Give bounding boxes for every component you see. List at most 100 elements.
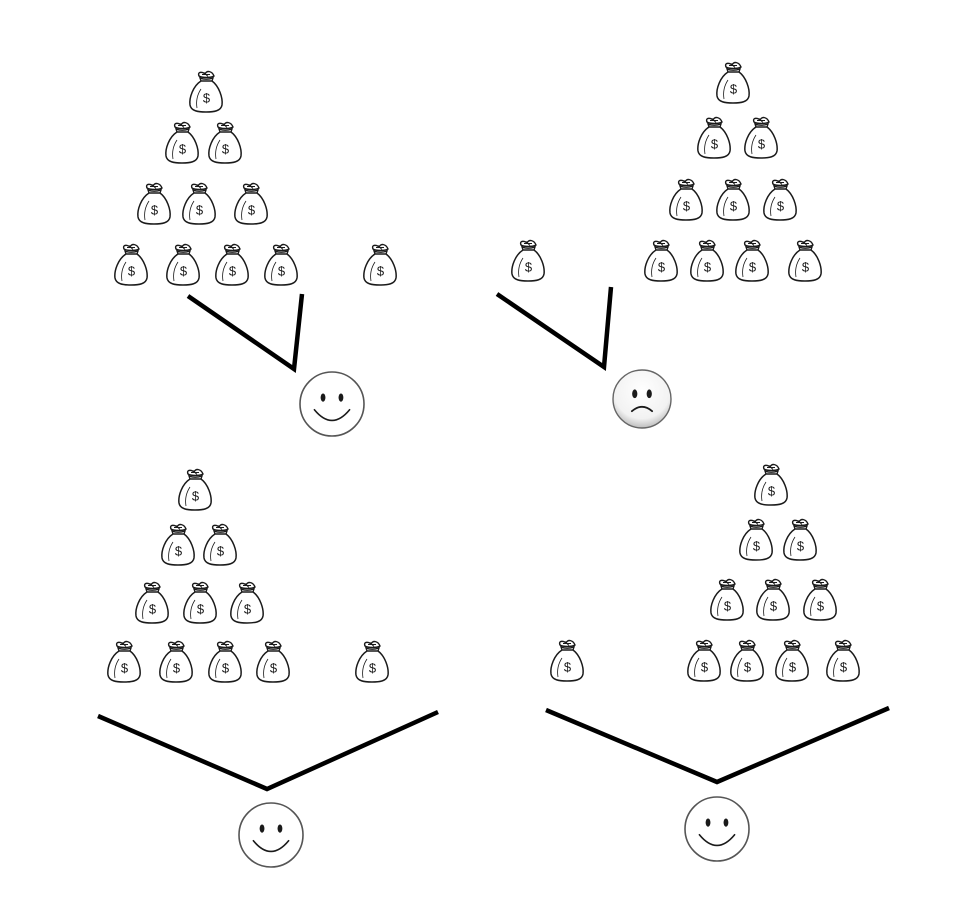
single-money-bag: $ [550, 639, 584, 682]
dollar-sign-label: $ [768, 484, 776, 499]
dollar-sign-label: $ [701, 660, 709, 675]
dollar-sign-label: $ [744, 660, 752, 675]
money-bag-icon: $ [264, 243, 298, 286]
money-bag-icon: $ [137, 182, 171, 225]
dollar-sign-label: $ [179, 142, 187, 157]
money-bag-icon: $ [208, 121, 242, 164]
dollar-sign-label: $ [704, 260, 712, 275]
money-bag-icon: $ [161, 523, 195, 566]
money-bag-icon: $ [230, 581, 264, 624]
dollar-sign-label: $ [175, 544, 183, 559]
dollar-sign-label: $ [753, 539, 761, 554]
money-bag-icon: $ [716, 61, 750, 104]
dollar-sign-label: $ [197, 602, 205, 617]
money-bag-icon: $ [763, 178, 797, 221]
money-bag-icon: $ [135, 581, 169, 624]
balance-line [186, 293, 305, 373]
dollar-sign-label: $ [222, 142, 230, 157]
money-bag-icon: $ [114, 243, 148, 286]
dollar-sign-label: $ [840, 660, 848, 675]
money-bag-icon: $ [756, 578, 790, 621]
dollar-sign-label: $ [797, 539, 805, 554]
money-bag-icon: $ [107, 640, 141, 683]
dollar-sign-label: $ [730, 199, 738, 214]
dollar-sign-label: $ [248, 203, 256, 218]
dollar-sign-label: $ [278, 264, 286, 279]
dollar-sign-label: $ [377, 264, 385, 279]
dollar-sign-label: $ [203, 91, 211, 106]
single-money-bag: $ [363, 243, 397, 286]
dollar-sign-label: $ [802, 260, 810, 275]
dollar-sign-label: $ [121, 661, 129, 676]
money-bag-icon: $ [710, 578, 744, 621]
money-bag-icon: $ [355, 640, 389, 683]
dollar-sign-label: $ [180, 264, 188, 279]
dollar-sign-label: $ [149, 602, 157, 617]
money-bag-icon: $ [159, 640, 193, 683]
money-bag-icon: $ [687, 639, 721, 682]
money-bag-icon: $ [788, 239, 822, 282]
smiley-face-icon [238, 802, 304, 868]
frowning-face-icon [612, 369, 672, 429]
dollar-sign-label: $ [730, 82, 738, 97]
single-money-bag: $ [511, 239, 545, 282]
money-bag-icon: $ [826, 639, 860, 682]
dollar-sign-label: $ [128, 264, 136, 279]
money-bag-icon: $ [182, 182, 216, 225]
money-bag-pile: $ $ $ $ $ $ $ $ $ $ [114, 70, 298, 286]
smiley-face-icon [684, 796, 750, 862]
balance-line [97, 709, 439, 792]
money-bag-icon: $ [669, 178, 703, 221]
money-bag-icon: $ [690, 239, 724, 282]
dollar-sign-label: $ [369, 661, 377, 676]
dollar-sign-label: $ [151, 203, 159, 218]
dollar-sign-label: $ [658, 260, 666, 275]
dollar-sign-label: $ [229, 264, 237, 279]
dollar-sign-label: $ [525, 260, 533, 275]
balance-line [545, 705, 890, 785]
dollar-sign-label: $ [749, 260, 757, 275]
money-bag-icon: $ [697, 116, 731, 159]
dollar-sign-label: $ [270, 661, 278, 676]
dollar-sign-label: $ [724, 599, 732, 614]
money-bag-icon: $ [256, 640, 290, 683]
dollar-sign-label: $ [564, 660, 572, 675]
money-bag-icon: $ [735, 239, 769, 282]
dollar-sign-label: $ [222, 661, 230, 676]
smiley-face-icon [299, 371, 365, 437]
money-bag-icon: $ [744, 116, 778, 159]
dollar-sign-label: $ [192, 489, 200, 504]
dollar-sign-label: $ [789, 660, 797, 675]
money-bag-icon: $ [165, 121, 199, 164]
dollar-sign-label: $ [817, 599, 825, 614]
money-bag-icon: $ [234, 182, 268, 225]
money-bag-icon: $ [215, 243, 249, 286]
money-bag-icon: $ [363, 243, 397, 286]
single-money-bag: $ [355, 640, 389, 683]
money-bag-icon: $ [178, 468, 212, 511]
money-bag-pile: $ $ $ $ $ $ $ $ $ $ [644, 61, 822, 282]
money-bag-icon: $ [511, 239, 545, 282]
money-bag-icon: $ [183, 581, 217, 624]
dollar-sign-label: $ [777, 199, 785, 214]
money-bag-pile: $ $ $ $ $ $ $ $ $ $ [687, 463, 860, 682]
money-bag-icon: $ [208, 640, 242, 683]
dollar-sign-label: $ [173, 661, 181, 676]
balance-line [495, 286, 614, 372]
dollar-sign-label: $ [758, 137, 766, 152]
money-bag-icon: $ [783, 518, 817, 561]
money-bag-icon: $ [644, 239, 678, 282]
money-bag-icon: $ [166, 243, 200, 286]
money-bag-icon: $ [754, 463, 788, 506]
dollar-sign-label: $ [770, 599, 778, 614]
dollar-sign-label: $ [244, 602, 252, 617]
dollar-sign-label: $ [683, 199, 691, 214]
money-bag-icon: $ [803, 578, 837, 621]
dollar-sign-label: $ [711, 137, 719, 152]
money-bag-icon: $ [775, 639, 809, 682]
money-bag-icon: $ [716, 178, 750, 221]
money-bag-icon: $ [739, 518, 773, 561]
money-bag-icon: $ [730, 639, 764, 682]
money-bag-icon: $ [203, 523, 237, 566]
